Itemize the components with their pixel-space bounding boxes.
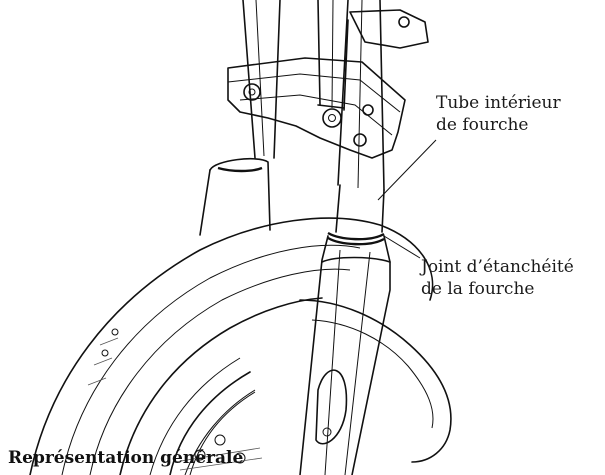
- right-fork-leg: [299, 0, 391, 475]
- fork-seal-label-line1: Joint d’étanchéité: [421, 257, 574, 277]
- brake-disc: [169, 371, 263, 475]
- left-fork-leg: [199, 0, 281, 236]
- inner-tube-label: Tube intérieur de fourche: [436, 92, 561, 136]
- fork-seal-leader-line: [383, 235, 421, 259]
- triple-clamp: [227, 9, 429, 159]
- inner-tube-label-line2: de fourche: [436, 115, 529, 135]
- steering-stem: [317, 0, 349, 111]
- wheel-fender: [29, 217, 452, 475]
- fork-seal-label-line2: de la fourche: [421, 279, 535, 299]
- inner-tube-label-line1: Tube intérieur: [436, 93, 561, 113]
- inner-tube-leader-line: [377, 139, 437, 201]
- figure-caption: Représentation générale: [8, 448, 244, 468]
- fork-seal-ring: [327, 231, 385, 241]
- fork-seal-label: Joint d’étanchéité de la fourche: [421, 256, 574, 300]
